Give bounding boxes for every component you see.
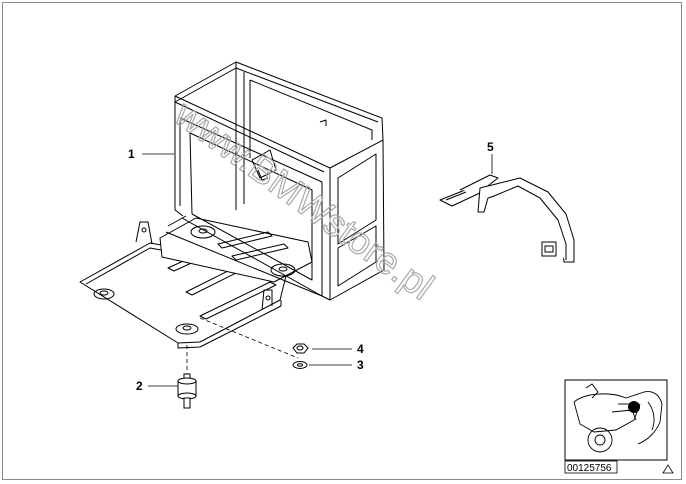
battery-holder-drawing xyxy=(79,61,385,349)
diagram-code: 00125756 xyxy=(567,463,612,474)
triangle-icon xyxy=(662,464,674,474)
callout-4: 4 xyxy=(357,342,364,356)
diagram-frame xyxy=(2,2,682,480)
nut-drawing xyxy=(292,343,309,354)
motorcycle-location-thumbnail: 00125756 xyxy=(564,379,674,474)
callout-1: 1 xyxy=(128,147,135,161)
rubber-mount-drawing xyxy=(177,373,197,409)
callout-2: 2 xyxy=(136,379,143,393)
leader-lines xyxy=(142,153,493,387)
washer-drawing xyxy=(292,361,308,369)
callout-5: 5 xyxy=(487,140,494,154)
callout-3: 3 xyxy=(357,358,364,372)
strap-drawing xyxy=(439,174,575,263)
